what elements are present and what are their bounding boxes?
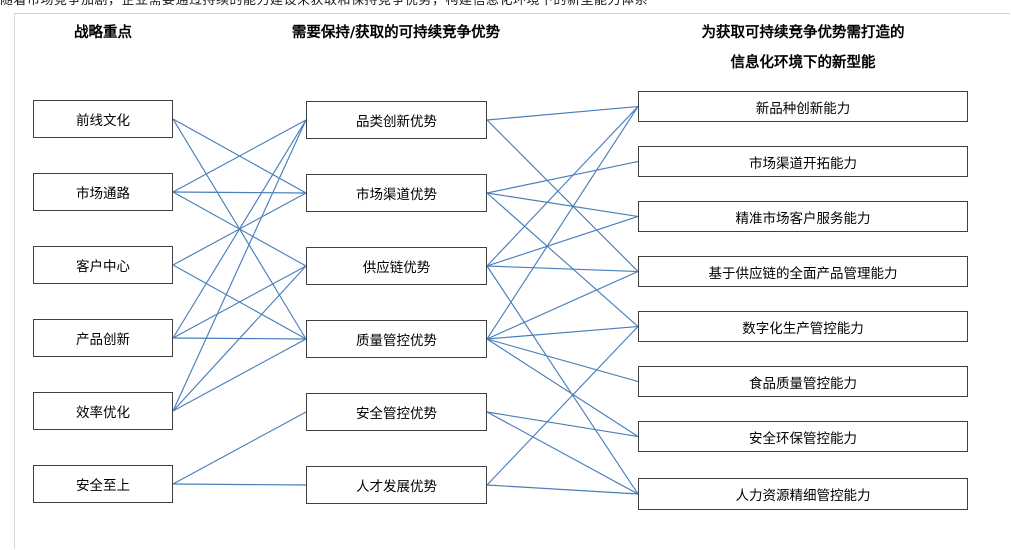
middle-node-3[interactable]: 质量管控优势	[306, 320, 487, 358]
middle-node-1[interactable]: 市场渠道优势	[306, 174, 487, 212]
middle-node-4[interactable]: 安全管控优势	[306, 393, 487, 431]
middle-node-5[interactable]: 人才发展优势	[306, 466, 487, 504]
right-node-2[interactable]: 精准市场客户服务能力	[638, 201, 968, 232]
column-title-middle: 需要保持/获取的可持续竞争优势	[291, 25, 501, 41]
right-node-6[interactable]: 安全环保管控能力	[638, 421, 968, 452]
column-title-right-line1: 为获取可持续竞争优势需打造的	[701, 25, 905, 41]
middle-node-0[interactable]: 品类创新优势	[306, 101, 487, 139]
left-node-3[interactable]: 产品创新	[33, 319, 173, 357]
clipped-top-text-strip: 随着市场竞争加剧，企业需要通过持续的能力建设来获取和保持竞争优势，构建信息化环境…	[0, 0, 1011, 13]
right-node-0[interactable]: 新品种创新能力	[638, 91, 968, 122]
right-node-4[interactable]: 数字化生产管控能力	[638, 311, 968, 342]
left-node-5[interactable]: 安全至上	[33, 465, 173, 503]
middle-node-2[interactable]: 供应链优势	[306, 247, 487, 285]
column-title-right-line2: 信息化环境下的新型能	[730, 55, 876, 71]
right-node-1[interactable]: 市场渠道开拓能力	[638, 146, 968, 177]
clipped-top-text: 随着市场竞争加剧，企业需要通过持续的能力建设来获取和保持竞争优势，构建信息化环境…	[0, 0, 649, 8]
right-node-3[interactable]: 基于供应链的全面产品管理能力	[638, 256, 968, 287]
right-node-7[interactable]: 人力资源精细管控能力	[638, 478, 968, 510]
right-node-5[interactable]: 食品质量管控能力	[638, 366, 968, 397]
column-title-left: 战略重点	[74, 25, 132, 41]
left-node-2[interactable]: 客户中心	[33, 246, 173, 284]
left-node-1[interactable]: 市场通路	[33, 173, 173, 211]
left-node-4[interactable]: 效率优化	[33, 392, 173, 430]
left-node-0[interactable]: 前线文化	[33, 100, 173, 138]
